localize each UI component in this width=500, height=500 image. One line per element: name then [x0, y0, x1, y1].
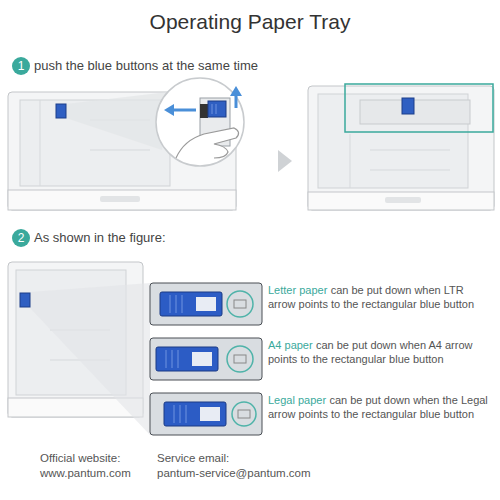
page-title: Operating Paper Tray — [0, 10, 500, 34]
zoom-leader — [30, 283, 150, 435]
button-position-panel — [150, 393, 262, 435]
button-position-panel — [150, 283, 262, 325]
size-description: Letter papercan be put down when LTR arr… — [268, 283, 494, 312]
zoom-circle — [156, 78, 244, 166]
step-instruction: push the blue buttons at the same time — [34, 58, 258, 73]
footer-label: Service email: — [157, 452, 229, 464]
step-instruction: As shown in the figure: — [34, 230, 166, 245]
service-email: pantum-service@pantum.com — [157, 467, 311, 479]
step-number-text: 1 — [18, 59, 25, 73]
paper-size-name: A4 paper — [268, 339, 313, 351]
paper-tray-open — [308, 84, 494, 210]
next-arrow — [278, 150, 292, 172]
size-description: Legal papercan be put down when the Lega… — [268, 393, 494, 422]
size-description: A4 papercan be put down when A4 arrow po… — [268, 338, 494, 367]
step-number: 1 — [12, 57, 30, 75]
button-position-panel — [150, 338, 262, 380]
footer-label: Official website: — [40, 452, 120, 464]
blue-button — [56, 104, 66, 118]
zoom-leader — [66, 92, 168, 150]
paper-size-name: Letter paper — [268, 284, 327, 296]
step-number-text: 2 — [18, 231, 25, 245]
blue-button — [20, 293, 30, 307]
paper-size-name: Legal paper — [268, 394, 326, 406]
website-url: www.pantum.com — [40, 467, 131, 479]
step-number: 2 — [12, 229, 30, 247]
